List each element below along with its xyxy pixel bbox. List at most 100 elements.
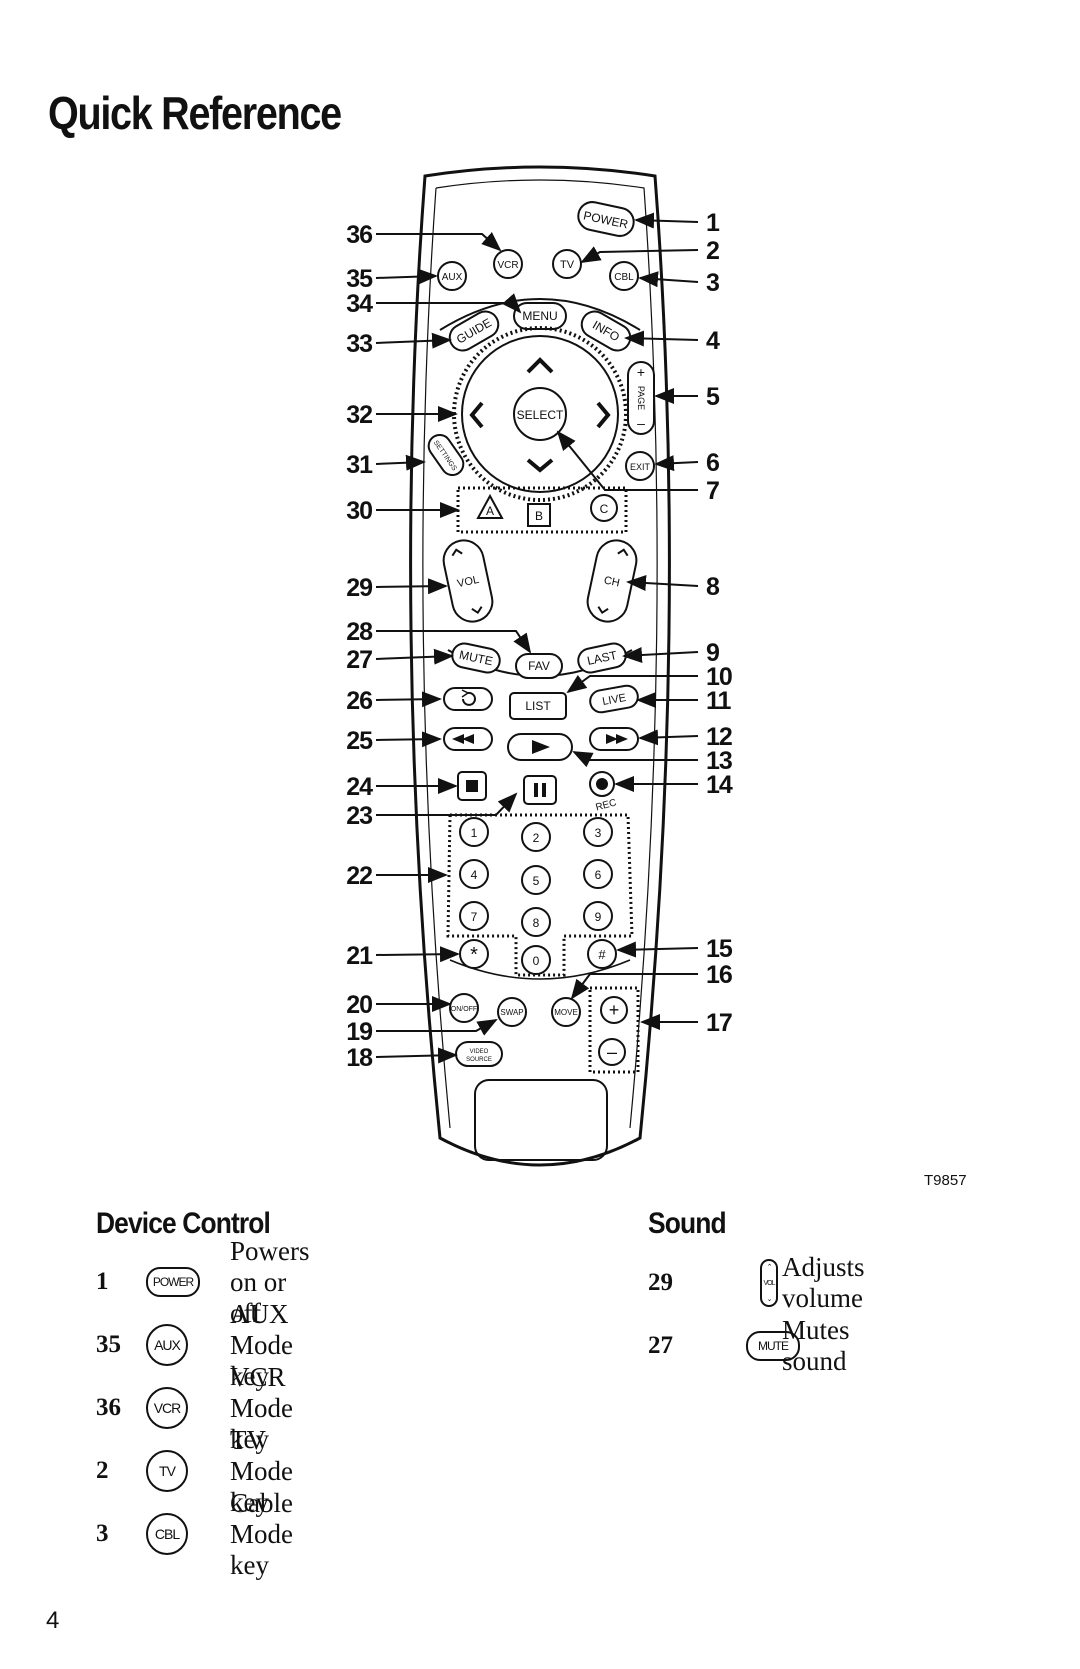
vol-key-label: VOL (763, 1279, 775, 1287)
page-number: 4 (46, 1607, 60, 1634)
digit-1-button: 1 (459, 817, 489, 847)
device-row-aux: 35 AUX AUX Mode key (96, 1299, 293, 1391)
callout-leader-27 (375, 648, 454, 665)
svg-text:SOURCE: SOURCE (466, 1057, 492, 1063)
callout-leader-25 (375, 731, 442, 748)
c-button: C (590, 494, 618, 522)
digit-9-button: 9 (583, 901, 613, 931)
svg-text:FAV: FAV (528, 659, 550, 673)
power-key-icon: POWER (146, 1267, 200, 1297)
callout-number-22: 22 (346, 862, 372, 890)
ref-description: Mutes sound (782, 1315, 850, 1376)
nav-left-arrow (469, 401, 484, 429)
list-button: LIST (509, 692, 567, 720)
exit-button: EXIT (625, 451, 655, 481)
callout-number-29: 29 (346, 574, 372, 602)
callout-number-16: 16 (706, 961, 732, 989)
menu-button: MENU (513, 302, 567, 330)
svg-text:LIVE: LIVE (601, 692, 627, 708)
nav-ring-dotted (452, 326, 628, 502)
digit-label: 7 (471, 910, 478, 924)
callout-number-34: 34 (346, 290, 373, 318)
callout-number-31: 31 (346, 451, 373, 479)
callout-number-2: 2 (706, 237, 719, 265)
live-button: LIVE (589, 684, 639, 714)
digit-label: 9 (595, 910, 602, 924)
play-button (507, 733, 573, 761)
callout-number-10: 10 (706, 663, 732, 691)
callout-leader-16 (570, 973, 698, 1000)
vcr-button: VCR (493, 249, 523, 279)
ref-number: 27 (648, 1332, 673, 1359)
digit-label: 6 (595, 868, 602, 882)
digit-label: 0 (533, 954, 540, 968)
device-row-tv: 2 TV TV Mode key (96, 1425, 293, 1517)
callout-number-26: 26 (346, 687, 372, 715)
digit-8-button: 8 (521, 907, 551, 937)
svg-text:CH: CH (603, 574, 621, 589)
svg-text:VCR: VCR (497, 260, 518, 271)
svg-text:MENU: MENU (522, 309, 557, 323)
page-button: + PAGE – (627, 361, 655, 435)
callout-number-32: 32 (346, 401, 372, 429)
svg-text:MOVE: MOVE (554, 1008, 578, 1017)
digit-2-button: 2 (521, 822, 551, 852)
device-row-power: 1 POWER Powers on or off (96, 1236, 310, 1328)
fast-forward-button (589, 727, 639, 751)
b-button: B (527, 503, 551, 527)
cbl-key-icon: CBL (146, 1513, 188, 1555)
callout-number-36: 36 (346, 221, 372, 249)
plus-minus-group-dotted (588, 986, 640, 1074)
ref-number: 29 (648, 1269, 673, 1296)
device-control-heading: Device Control (96, 1207, 271, 1240)
sound-row-mute: 27 MUTE Mutes sound (648, 1315, 850, 1376)
power-button: POWER (577, 201, 635, 237)
digit-3-button: 3 (583, 817, 613, 847)
callout-leader-8 (626, 575, 699, 592)
svg-text:AUX: AUX (442, 272, 463, 283)
svg-text:LIST: LIST (525, 699, 551, 713)
digit-label: 1 (471, 826, 478, 840)
tv-button: TV (552, 249, 582, 279)
replay-button (443, 687, 493, 711)
callout-number-13: 13 (706, 747, 732, 775)
callout-number-24: 24 (346, 773, 373, 801)
callout-number-19: 19 (346, 1018, 372, 1046)
callout-number-1: 1 (706, 209, 720, 237)
callout-leader-33 (375, 332, 452, 349)
ref-number: 36 (96, 1394, 121, 1421)
svg-text:+: + (609, 1000, 620, 1020)
callout-number-17: 17 (706, 1009, 732, 1037)
callout-leader-12 (638, 729, 699, 746)
ref-description: Adjusts volume (782, 1252, 865, 1313)
pause-button (523, 775, 557, 805)
callout-number-15: 15 (706, 935, 733, 963)
hash-button: # (587, 939, 617, 969)
digit-label: 8 (533, 916, 540, 930)
device-row-cbl: 3 CBL Cable Mode key (96, 1488, 293, 1580)
svg-text:VIDEO: VIDEO (470, 1049, 489, 1055)
svg-text:B: B (535, 509, 543, 523)
callout-number-3: 3 (706, 269, 719, 297)
sound-row-vol: 29 ⌃ VOL ⌄ Adjusts volume (648, 1252, 865, 1313)
vcr-key-icon: VCR (146, 1387, 188, 1429)
callout-number-12: 12 (706, 723, 732, 751)
ref-number: 1 (96, 1268, 109, 1295)
numpad-group-dotted (446, 813, 634, 977)
callout-leader-2 (580, 246, 699, 263)
callout-leader-7 (556, 430, 698, 491)
cbl-button: CBL (609, 261, 639, 291)
nav-down-arrow (526, 458, 554, 473)
callout-leader-18 (375, 1047, 458, 1064)
star-button: * (459, 939, 489, 969)
nav-up-arrow (526, 357, 554, 374)
chevron-up-icon: ⌃ (766, 1264, 773, 1271)
ref-number: 2 (96, 1457, 109, 1484)
digit-label: 3 (595, 826, 602, 840)
callout-leader-31 (375, 454, 426, 471)
callout-number-23: 23 (346, 802, 372, 830)
svg-text:–: – (637, 415, 645, 431)
callout-number-27: 27 (346, 646, 372, 674)
svg-text:LAST: LAST (586, 648, 619, 668)
callout-number-14: 14 (706, 771, 733, 799)
